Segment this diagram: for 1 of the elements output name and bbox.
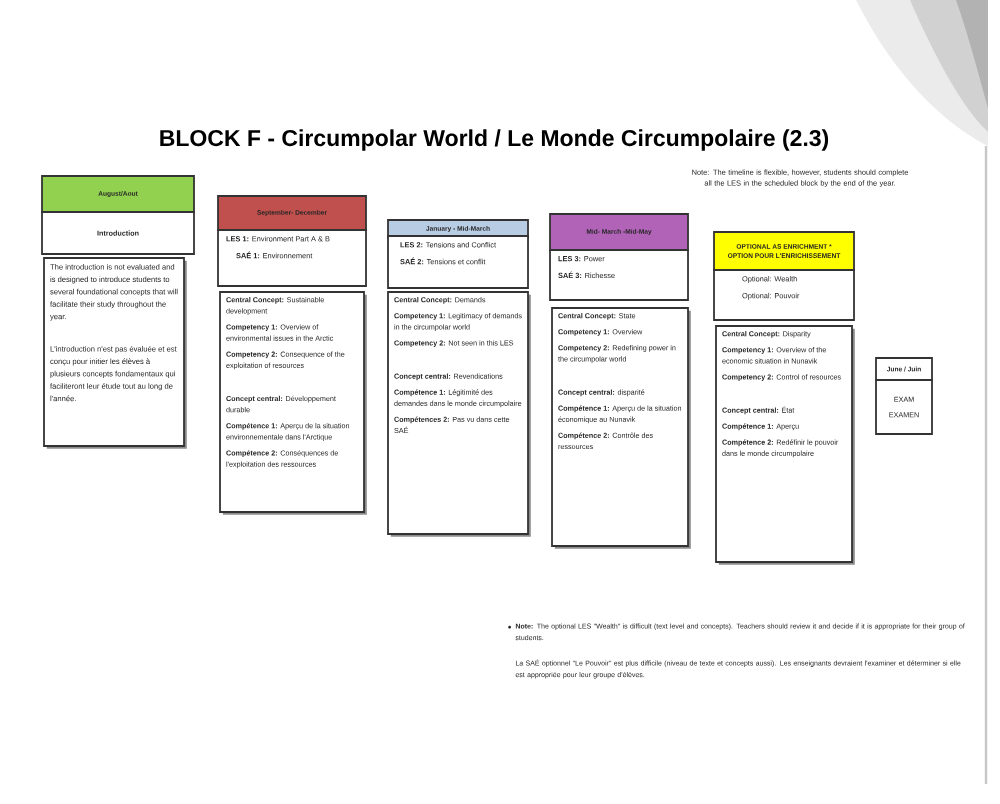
title: BLOCK F - Circumpolar World / Le Monde Circumpolaire (2.3) (160, 129, 829, 151)
